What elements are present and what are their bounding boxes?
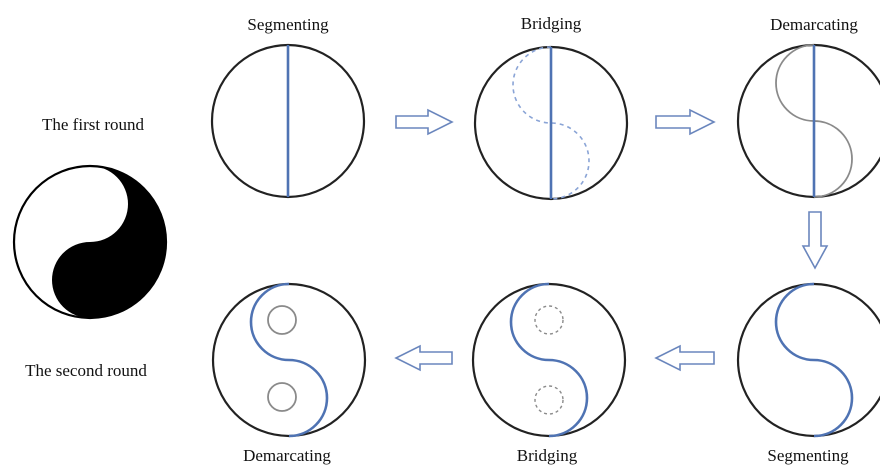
bridge-dashed-dot-lower: [534, 385, 564, 415]
r1-step1-label: Segmenting: [247, 15, 329, 34]
yin-dot: [81, 271, 99, 289]
r1-bridging-circle: [473, 45, 629, 201]
yin-half: [52, 166, 166, 318]
bridge-dashed-curve: [512, 46, 590, 200]
demarcation-dot-lower: [267, 382, 297, 412]
segment-curve: [249, 282, 329, 438]
segment-curve: [774, 282, 854, 438]
yang-dot: [81, 195, 99, 213]
r2-step3-label: Demarcating: [243, 446, 331, 465]
demarcation-dot-upper: [267, 305, 297, 335]
r2-step2-label: Bridging: [517, 446, 578, 465]
first-round-label: The first round: [42, 115, 144, 134]
second-round-label: The second round: [25, 361, 147, 380]
r2-demarcating-circle: [211, 282, 367, 438]
r1-demarcating-circle: [736, 43, 880, 199]
r2-step1-label: Segmenting: [767, 446, 849, 465]
arrow-left-2: [394, 344, 453, 372]
arrow-down: [801, 211, 829, 270]
r2-segmenting-circle: [736, 282, 880, 438]
r2-bridging-circle: [471, 282, 627, 438]
r1-segmenting-circle: [210, 43, 366, 199]
r1-step2-label: Bridging: [521, 14, 582, 33]
arrow-left-1: [654, 344, 715, 372]
r1-step3-label: Demarcating: [770, 15, 858, 34]
arrow-right-2: [655, 108, 716, 136]
bridge-dashed-dot-upper: [534, 305, 564, 335]
yin-yang-symbol: [12, 164, 168, 320]
segment-curve: [509, 282, 589, 438]
arrow-right-1: [395, 108, 454, 136]
